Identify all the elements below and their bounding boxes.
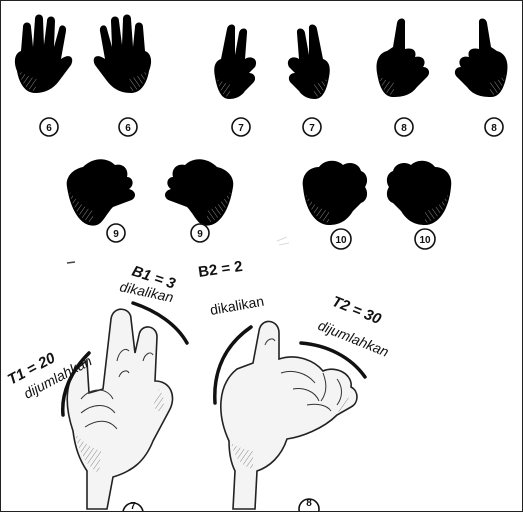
svg-text:7: 7 bbox=[130, 501, 136, 511]
svg-text:8: 8 bbox=[401, 123, 407, 134]
hand-seven-right bbox=[288, 25, 330, 112]
hand-ten-left bbox=[303, 161, 367, 239]
number-label: 7 bbox=[303, 118, 321, 136]
number-label: 7 bbox=[232, 118, 250, 136]
number-label: 6 bbox=[40, 118, 58, 136]
label-b2: B2 = 2 bbox=[197, 258, 244, 281]
number-label: 7 bbox=[123, 501, 143, 511]
hand-ten-right bbox=[387, 161, 451, 239]
number-label: 8 bbox=[299, 498, 319, 511]
svg-text:8: 8 bbox=[491, 123, 497, 134]
svg-text:8: 8 bbox=[306, 498, 312, 509]
example-hand-seven bbox=[67, 309, 172, 509]
hand-six-right bbox=[94, 15, 151, 106]
svg-text:9: 9 bbox=[113, 229, 119, 240]
svg-text:6: 6 bbox=[125, 123, 131, 134]
svg-text:6: 6 bbox=[46, 123, 52, 134]
number-label: 10 bbox=[331, 229, 351, 249]
number-label: 9 bbox=[107, 224, 125, 242]
hand-seven-left bbox=[214, 25, 256, 112]
svg-text:9: 9 bbox=[197, 229, 203, 240]
number-label: 10 bbox=[415, 229, 435, 249]
hand-six-left bbox=[15, 15, 72, 106]
svg-text:10: 10 bbox=[419, 235, 431, 246]
number-label: 6 bbox=[119, 118, 137, 136]
stray-mark bbox=[67, 262, 75, 263]
example-hand-eight bbox=[221, 321, 357, 509]
label-t2-action: dijumlahkan bbox=[316, 317, 391, 360]
number-label: 9 bbox=[191, 224, 209, 242]
number-label: 8 bbox=[485, 118, 503, 136]
svg-text:10: 10 bbox=[335, 235, 347, 246]
svg-text:7: 7 bbox=[309, 123, 315, 134]
hand-eight-right bbox=[455, 19, 508, 110]
hand-eight-left bbox=[376, 19, 429, 110]
smudge bbox=[277, 237, 289, 245]
hand-nine-left bbox=[67, 159, 135, 239]
svg-text:7: 7 bbox=[238, 123, 244, 134]
label-b2-action: dikalikan bbox=[209, 293, 265, 318]
number-label: 8 bbox=[395, 118, 413, 136]
